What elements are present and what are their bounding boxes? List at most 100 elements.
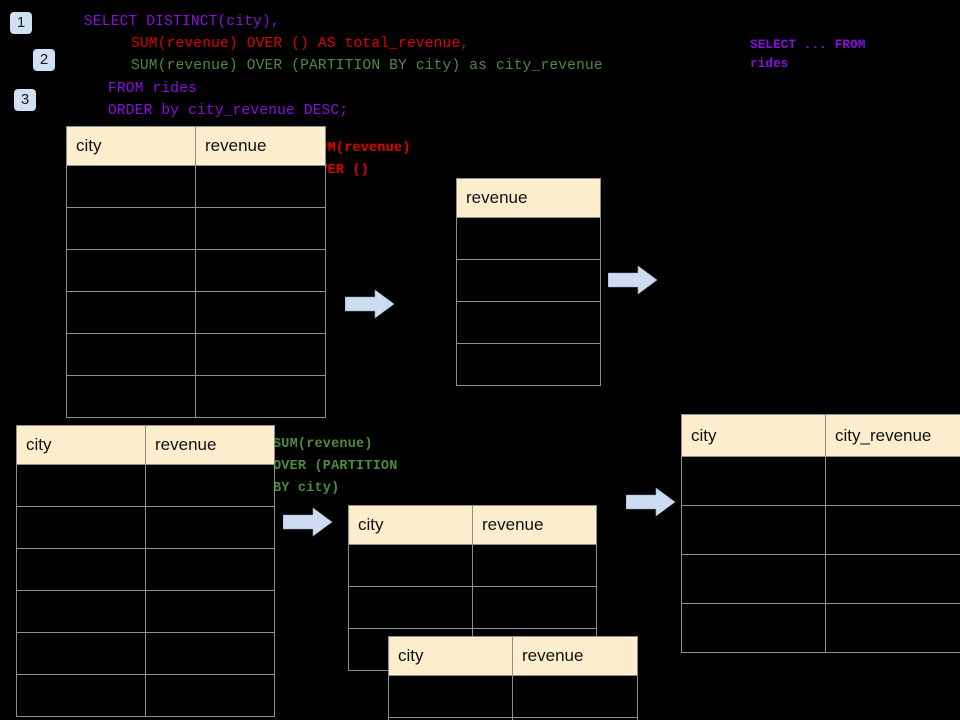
table-cell [825,456,960,506]
table-cell [681,603,826,653]
table-row [456,217,601,260]
table-cell [66,333,196,376]
table-cell [16,674,146,717]
table-cell [195,333,326,376]
column-header-revenue: revenue [472,505,597,545]
table-cell [66,165,196,208]
table-cell [145,506,275,549]
table-cell [456,259,601,302]
table-body [681,456,960,653]
table-body [456,217,601,386]
column-header-city: city [66,126,196,166]
table-partition-group-front: city revenue [388,636,638,720]
table-row [348,544,597,587]
table-row [16,632,275,675]
table-row [16,548,275,591]
table-row [66,375,326,418]
arrow-source-to-total [344,288,395,325]
table-row [66,207,326,250]
annotation-sum-over-partition: SUM(revenue) OVER (PARTITION BY city) [273,437,398,496]
column-header-city: city [348,505,473,545]
table-cell [16,548,146,591]
table-cell [456,301,601,344]
table-row [66,333,326,376]
table-row [66,291,326,334]
table-cell [681,554,826,604]
table-cell [472,544,597,587]
column-header-revenue: revenue [195,126,326,166]
table-row [66,249,326,292]
table-row [388,717,638,720]
table-cell [145,548,275,591]
table-cell [195,375,326,418]
table-row [456,301,601,344]
table-body [16,464,275,717]
column-header-city: city [388,636,513,676]
table-header-row: city revenue [66,126,326,166]
table-rides-source-bottom: city revenue [16,425,275,717]
table-cell [66,375,196,418]
table-header-row: city revenue [16,425,275,465]
table-cell [195,291,326,334]
sql-line-sum-over-empty: SUM(revenue) OVER () AS total_revenue, [131,36,470,52]
table-cell [825,554,960,604]
arrow-partition-to-final [625,486,676,523]
table-header-row: revenue [456,178,601,218]
table-header-row: city revenue [348,505,597,545]
table-partition-group-back: city revenue [348,505,597,671]
table-row [681,554,960,604]
table-row [348,586,597,629]
column-header-city: city [681,414,826,457]
step-badge-3[interactable]: 3 [14,89,36,111]
table-cell [145,674,275,717]
step-badge-1[interactable]: 1 [10,12,32,34]
table-cell [195,165,326,208]
table-body [66,165,326,418]
table-cell [16,590,146,633]
sql-line-select: SELECT DISTINCT(city), [84,14,280,30]
column-header-city-revenue: city_revenue [825,414,960,457]
table-cell [145,590,275,633]
table-cell [16,632,146,675]
table-cell [145,464,275,507]
table-row [16,464,275,507]
table-cell [348,586,473,629]
table-row [66,165,326,208]
table-cell [16,464,146,507]
table-cell [66,249,196,292]
table-header-row: city city_revenue [681,414,960,457]
table-cell [195,207,326,250]
table-row [16,506,275,549]
arrow-total-to-final [607,264,658,301]
arrow-source-to-partition [282,506,333,543]
table-cell [681,505,826,555]
table-row [681,456,960,506]
table-cell [456,217,601,260]
table-cell [681,456,826,506]
table-row [16,590,275,633]
table-cell [195,249,326,292]
table-row [16,674,275,717]
table-cell [66,207,196,250]
table-cell [456,343,601,386]
column-header-revenue: revenue [456,178,601,218]
table-row [456,259,601,302]
column-header-city: city [16,425,146,465]
table-cell [16,506,146,549]
table-final-result: city city_revenue [681,414,960,653]
table-cell [348,544,473,587]
column-header-revenue: revenue [145,425,275,465]
table-cell [512,675,638,718]
step-badge-2[interactable]: 2 [33,49,55,71]
table-body [388,675,638,720]
table-cell [66,291,196,334]
table-cell [825,603,960,653]
table-cell [825,505,960,555]
table-row [681,505,960,555]
column-header-revenue: revenue [512,636,638,676]
table-cell [512,717,638,720]
table-body [348,544,597,671]
table-total-revenue: revenue [456,178,601,386]
table-cell [145,632,275,675]
